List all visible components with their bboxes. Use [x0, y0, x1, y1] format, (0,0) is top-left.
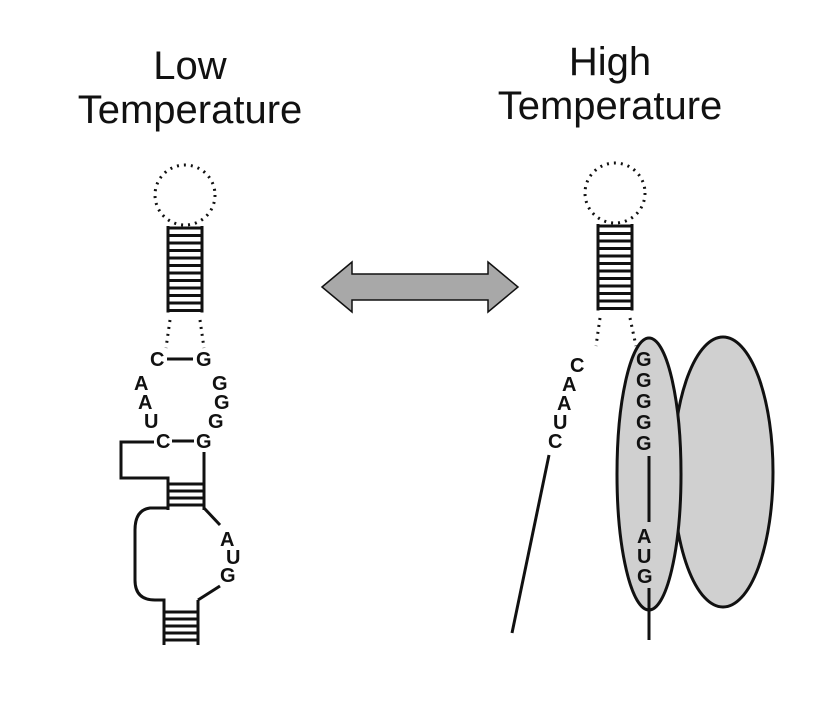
low-loop-a2: A	[138, 392, 152, 414]
high-mrna-5prime-strand	[510, 454, 551, 634]
low-upper-stem-pairs	[166, 226, 204, 313]
low-backbone-to-aug	[202, 506, 222, 527]
low-temperature-rna: C G A A U G G G C G A U G	[119, 163, 240, 645]
low-temperature-title: Low Temperature	[40, 44, 340, 132]
low-stem-dots-left	[164, 319, 172, 349]
low-loop-g1: G	[212, 373, 228, 395]
high-sd-g3: G	[636, 391, 652, 413]
high-title-line1: High	[568, 40, 652, 84]
low-backbone-lower-loop	[133, 506, 168, 645]
low-loop-a1: A	[134, 373, 148, 395]
low-loop-g2: G	[214, 392, 230, 414]
high-unpaired-u: U	[553, 412, 567, 434]
low-base-c-bottom: C	[156, 431, 170, 453]
low-codon-a: A	[220, 529, 234, 551]
high-codon-g: G	[637, 566, 653, 588]
high-temperature-rna: C A A U C G G G G G A U G	[510, 161, 775, 640]
equilibrium-double-arrow	[320, 260, 520, 314]
low-title-line1: Low	[153, 44, 227, 88]
high-title-line2: Temperature	[497, 84, 723, 128]
ribosome-large-subunit	[671, 335, 775, 609]
high-unpaired-a1: A	[562, 374, 576, 396]
high-stem-dots-right	[628, 317, 638, 347]
high-sd-g5: G	[636, 433, 652, 455]
low-middle-stem-pairs	[166, 482, 206, 507]
low-title-line2: Temperature	[77, 88, 303, 132]
high-codon-a: A	[637, 526, 651, 548]
high-stem-dots-left	[594, 317, 602, 347]
high-sd-g1: G	[636, 349, 652, 371]
high-temperature-title: High Temperature	[460, 40, 760, 128]
low-codon-g: G	[220, 565, 236, 587]
high-unpaired-c2: C	[548, 431, 562, 453]
high-unpaired-a2: A	[557, 393, 571, 415]
high-unpaired-c1: C	[570, 355, 584, 377]
high-stem-pairs	[596, 224, 634, 311]
low-base-g-bottom: G	[196, 431, 212, 453]
low-loop-u: U	[144, 411, 158, 433]
low-stem-dots-right	[198, 319, 206, 349]
low-base-c-top: C	[150, 349, 164, 371]
high-sd-g4: G	[636, 412, 652, 434]
low-backbone-after-aug	[197, 584, 221, 602]
high-codon-u: U	[637, 546, 651, 568]
low-codon-u: U	[226, 547, 240, 569]
high-sd-g2: G	[636, 370, 652, 392]
low-lower-stem-pairs	[162, 610, 200, 642]
low-dotted-loop	[153, 163, 217, 227]
low-base-g-top: G	[196, 349, 212, 371]
high-dotted-loop	[583, 161, 647, 225]
low-loop-g3: G	[208, 411, 224, 433]
